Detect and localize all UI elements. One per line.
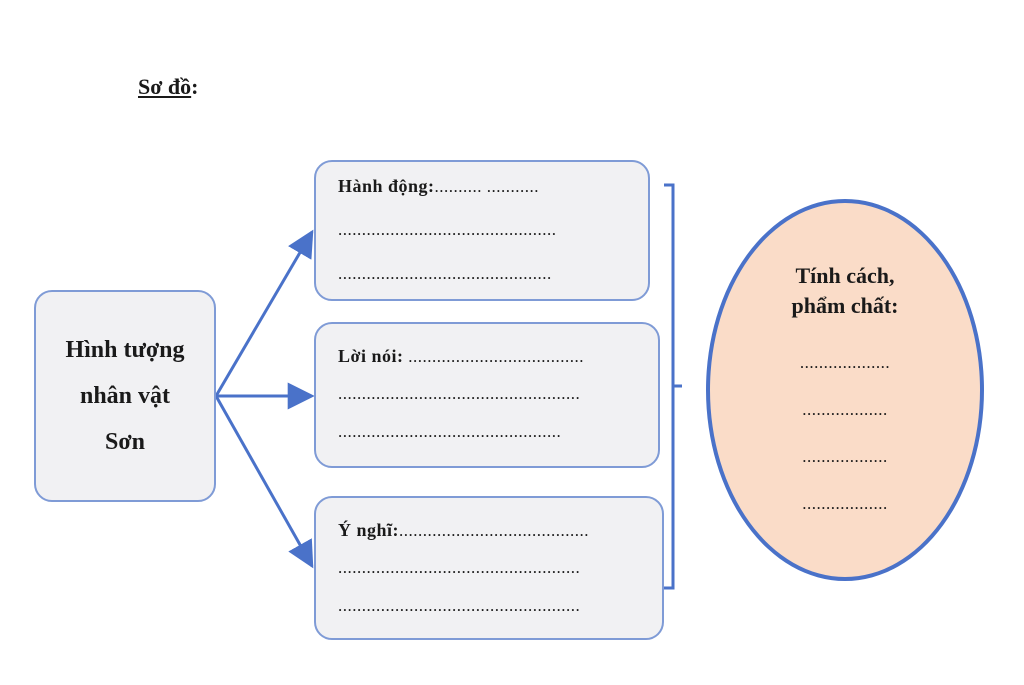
thought-box: Ý nghĩ:.................................… [314, 496, 664, 640]
thought-line: ........................................… [338, 596, 581, 615]
character-line: Sơn [105, 429, 145, 455]
blank-line: .................. [802, 400, 888, 419]
personality-oval: Tính cách, phẩm chất: ..................… [706, 199, 984, 581]
action-label: Hành động: [338, 176, 435, 196]
arrow-to-thought [214, 395, 314, 569]
thought-line: Ý nghĩ:.................................… [338, 520, 590, 540]
thought-label: Ý nghĩ: [338, 520, 400, 540]
diagram-title: Sơ đồ: [138, 74, 199, 99]
speech-line: Lời nói: ...............................… [338, 346, 584, 366]
blank-line: .................. [802, 494, 888, 513]
character-line: Hình tượng [65, 337, 185, 363]
personality-blanks: ................... .................. .… [710, 339, 980, 527]
grouping-bracket [664, 183, 682, 590]
action-line: ........................................… [338, 220, 557, 239]
character-box: Hình tượng nhân vật Sơn [34, 290, 216, 502]
speech-box: Lời nói: ...............................… [314, 322, 660, 468]
blank-line: .................. [802, 447, 888, 466]
personality-heading: Tính cách, phẩm chất: [791, 263, 899, 318]
action-box: Hành động:.......... ........... .......… [314, 160, 650, 301]
arrow-to-action [214, 229, 314, 397]
speech-label: Lời nói: [338, 346, 404, 366]
action-line: Hành động:.......... ........... [338, 176, 540, 196]
character-line: nhân vật [79, 383, 171, 409]
thought-line: ........................................… [338, 558, 581, 577]
action-line: ........................................… [338, 264, 552, 283]
blank-line: ................... [799, 353, 891, 372]
speech-line: ........................................… [338, 422, 562, 441]
speech-line: ........................................… [338, 384, 581, 403]
